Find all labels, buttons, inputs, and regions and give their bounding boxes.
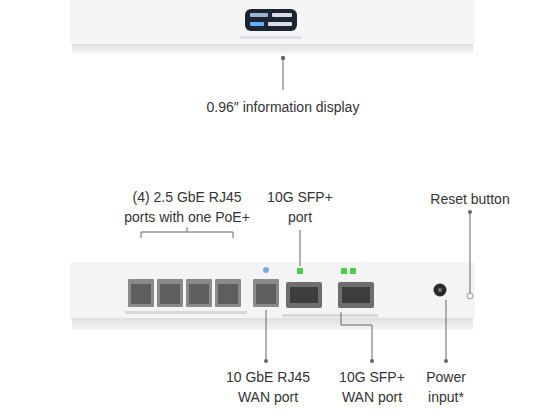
sfp-wan-port: [338, 282, 374, 308]
rj45-port: [131, 284, 151, 304]
leader-dot: [444, 359, 448, 363]
sfp-port: [286, 282, 322, 308]
device-rear-view: [70, 262, 475, 320]
display-glyph: [272, 13, 292, 17]
display-glyph: [268, 22, 292, 26]
display-glyph: [250, 22, 264, 26]
info-display: [245, 9, 297, 31]
device-shadow: [72, 318, 473, 330]
reset-hole: [467, 293, 473, 299]
rj45-port: [186, 279, 212, 307]
wan-rj45-port: [253, 279, 279, 307]
callout-label: 10G SFP+ port: [261, 187, 339, 227]
rj45-ports: [128, 279, 279, 307]
leader-line: [283, 58, 284, 90]
leader-dot: [264, 359, 268, 363]
power-jack: [438, 288, 442, 292]
leader-dot: [468, 210, 472, 214]
callout-label: 10G SFP+ WAN port: [330, 367, 414, 407]
display-glyph: [250, 13, 268, 17]
callout-label: Reset button: [430, 189, 509, 209]
rj45-port: [215, 279, 241, 307]
wan-rj45-port: [256, 284, 276, 304]
status-led: [350, 268, 356, 274]
rj45-port: [128, 279, 154, 307]
rj45-port: [160, 284, 180, 304]
callout-label: 0.96″ information display: [207, 97, 360, 117]
port-underline: [282, 314, 378, 317]
callout-label: Power input*: [414, 367, 478, 407]
device-shadow: [72, 44, 473, 54]
port-underline: [125, 311, 247, 314]
sfp-port: [290, 287, 318, 303]
rj45-port: [189, 284, 209, 304]
sfp-ports: [286, 282, 374, 308]
bracket: [141, 227, 233, 238]
status-led: [297, 268, 303, 274]
sfp-wan-port: [342, 287, 370, 303]
wan-icon: [263, 267, 269, 273]
device-top-view: [70, 0, 475, 46]
rj45-port: [218, 284, 238, 304]
callout-label: 10 GbE RJ45 WAN port: [219, 367, 317, 407]
device-logo: [240, 36, 302, 39]
power-jack: [434, 284, 447, 297]
leader-line: [341, 312, 372, 361]
callout-label: (4) 2.5 GbE RJ45 ports with one PoE+: [117, 187, 257, 227]
status-led: [341, 268, 347, 274]
leader-line: [470, 212, 471, 293]
leader-dot: [370, 359, 374, 363]
leader-line: [266, 310, 267, 361]
rj45-port: [157, 279, 183, 307]
leader-line: [446, 300, 447, 361]
leader-line: [300, 230, 301, 266]
